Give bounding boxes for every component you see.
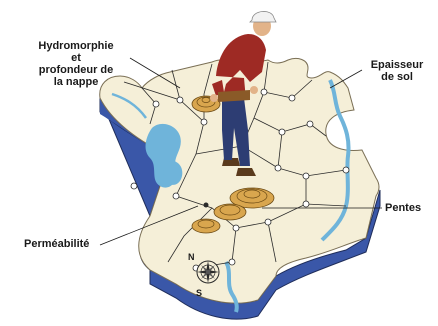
label-hydromorphie-line-1: Hydromorphie <box>22 40 130 52</box>
label-hydromorphie-line-3: profondeur de <box>22 64 130 76</box>
label-hydromorphie-line-4: la nappe <box>22 76 130 88</box>
label-epaisseur-line-2: de sol <box>362 71 432 83</box>
compass-south: S <box>196 288 202 298</box>
label-permeabilite: Perméabilité <box>24 238 89 250</box>
label-hydromorphie: Hydromorphie et profondeur de la nappe <box>22 40 130 88</box>
compass-north: N <box>188 252 195 262</box>
label-pentes: Pentes <box>385 202 421 214</box>
label-epaisseur: Epaisseur de sol <box>362 59 432 83</box>
label-hydromorphie-line-2: et <box>22 52 130 64</box>
label-epaisseur-line-1: Epaisseur <box>362 59 432 71</box>
compass-rose-icon <box>197 261 219 283</box>
